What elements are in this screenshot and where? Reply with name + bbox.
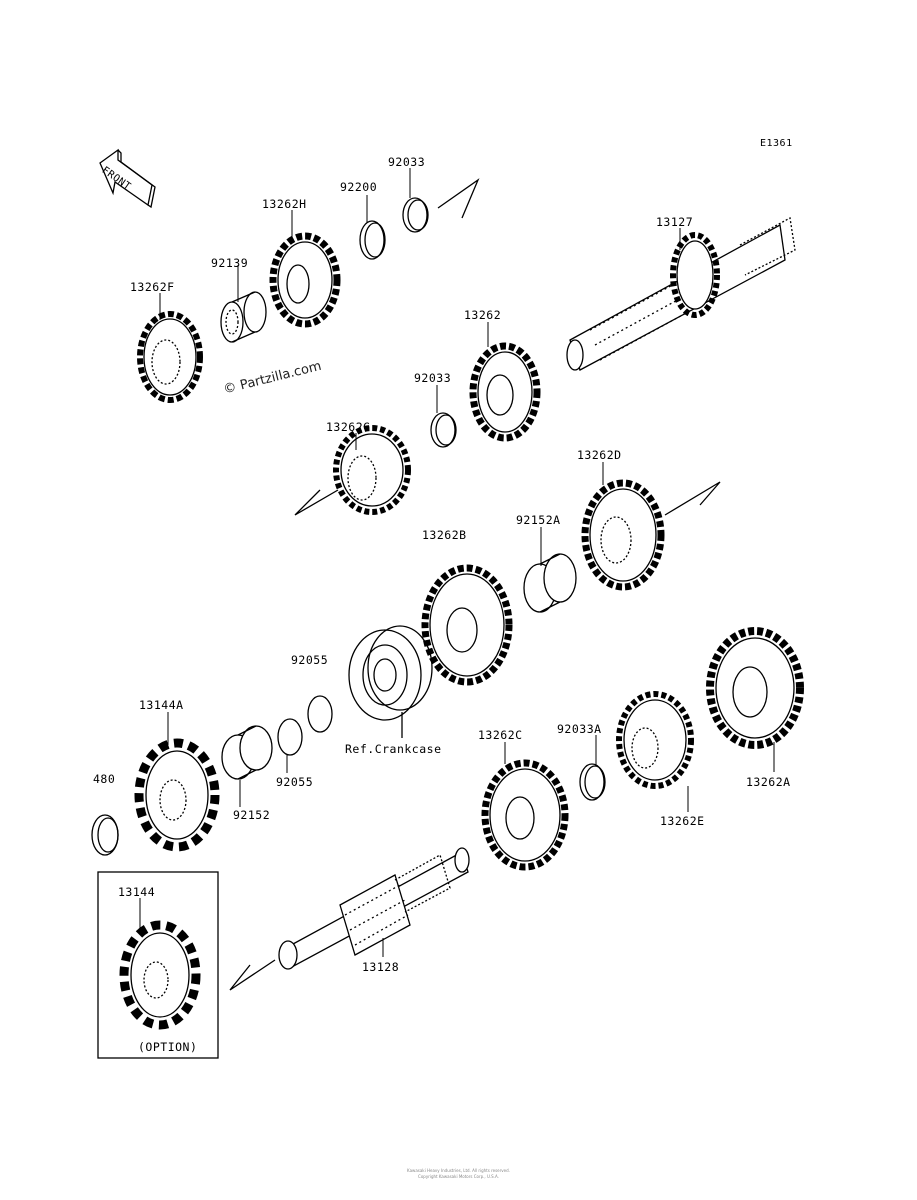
option-box	[97, 871, 219, 1059]
label-13262C: 13262C	[478, 728, 523, 742]
label-13262D: 13262D	[577, 448, 622, 462]
gear-13262H	[269, 232, 341, 328]
sprocket-13144	[119, 920, 201, 1030]
label-13144A: 13144A	[139, 698, 184, 712]
oring-92055-pair	[277, 695, 333, 756]
bearing-ref-crankcase	[348, 625, 433, 738]
circlip-92033-mid	[430, 412, 457, 448]
bearing-92139	[220, 291, 267, 343]
front-arrow-icon	[99, 148, 156, 209]
label-13262G: 13262G	[326, 420, 371, 434]
gear-13262F	[137, 311, 203, 403]
diagram-code: E1361	[760, 138, 793, 149]
label-13262F: 13262F	[130, 280, 175, 294]
sprocket-13144A	[134, 738, 220, 852]
label-92033-mid: 92033	[414, 371, 452, 385]
label-92055-bottom: 92055	[276, 775, 314, 789]
washer-92200	[359, 220, 386, 260]
label-92033A: 92033A	[557, 722, 602, 736]
label-92152A: 92152A	[516, 513, 561, 527]
collar-92152	[221, 725, 273, 780]
label-480: 480	[93, 772, 116, 786]
label-13262E: 13262E	[660, 814, 705, 828]
shaft-13128	[278, 847, 470, 970]
label-13128: 13128	[362, 960, 400, 974]
footer-line-2: Copyright Kawasaki Motors Corp., U.S.A.	[418, 1174, 499, 1179]
ring-480	[91, 814, 119, 856]
label-13262H: 13262H	[262, 197, 307, 211]
label-13144: 13144	[118, 885, 156, 899]
gear-13262D	[581, 479, 665, 591]
label-92200: 92200	[340, 180, 378, 194]
label-13262B: 13262B	[422, 528, 467, 542]
gear-13262G	[333, 425, 411, 515]
footer-line-1: Kawasaki Heavy Industries, Ltd. All righ…	[407, 1168, 510, 1173]
shaft-13127	[566, 216, 796, 371]
label-13127: 13127	[656, 215, 694, 229]
label-13262A: 13262A	[746, 775, 791, 789]
label-ref-crankcase: Ref.Crankcase	[345, 742, 442, 756]
label-13262: 13262	[464, 308, 502, 322]
label-92152: 92152	[233, 808, 271, 822]
gear-13262A	[706, 627, 804, 749]
gear-13262B	[421, 564, 513, 686]
label-92055-top: 92055	[291, 653, 329, 667]
label-92033-top: 92033	[388, 155, 426, 169]
option-label: (OPTION)	[138, 1040, 198, 1054]
circlip-92033-top	[402, 197, 429, 233]
label-92139: 92139	[211, 256, 249, 270]
gear-13262	[469, 342, 541, 442]
circlip-92033A	[579, 763, 606, 801]
collar-92152A	[523, 553, 577, 613]
gear-13262E	[616, 691, 694, 789]
gear-13262C	[481, 759, 569, 871]
leader-lines	[139, 168, 775, 957]
